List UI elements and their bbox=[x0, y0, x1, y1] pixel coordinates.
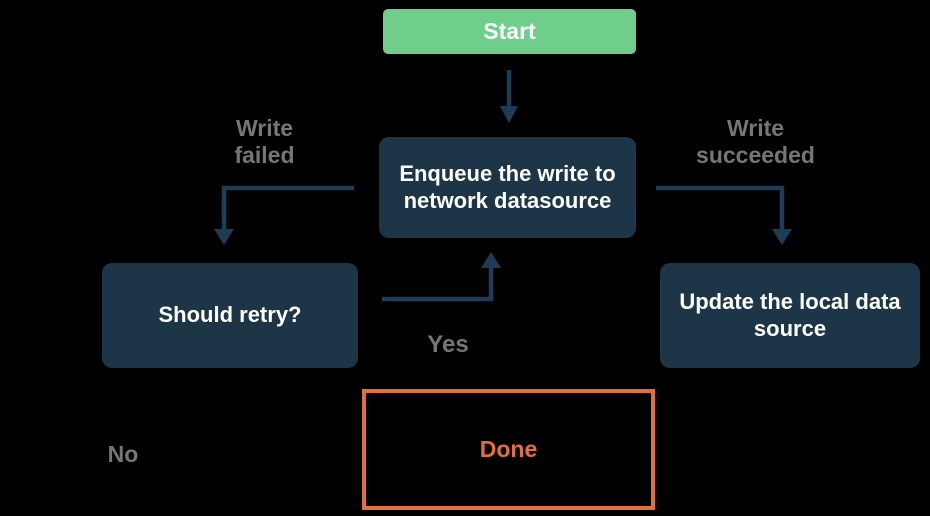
edge-label-write-failed: Write failed bbox=[234, 115, 295, 168]
edge-label-write-succeeded: Write succeeded bbox=[696, 115, 815, 168]
edge-label-no: No bbox=[107, 441, 139, 467]
arrow-enqueue-to-update-local bbox=[656, 185, 792, 245]
arrow-should-retry-to-enqueue bbox=[382, 252, 501, 302]
should-retry-node: Should retry? bbox=[102, 263, 358, 368]
enqueue-write-node: Enqueue the write to network datasource bbox=[379, 137, 636, 238]
arrow-start-to-enqueue bbox=[500, 70, 518, 123]
done-node: Done bbox=[362, 389, 655, 510]
start-node: Start bbox=[383, 9, 636, 54]
arrow-enqueue-to-should-retry bbox=[214, 185, 354, 245]
update-local-data-node: Update the local data source bbox=[660, 263, 920, 368]
edge-label-yes: Yes bbox=[427, 331, 469, 358]
